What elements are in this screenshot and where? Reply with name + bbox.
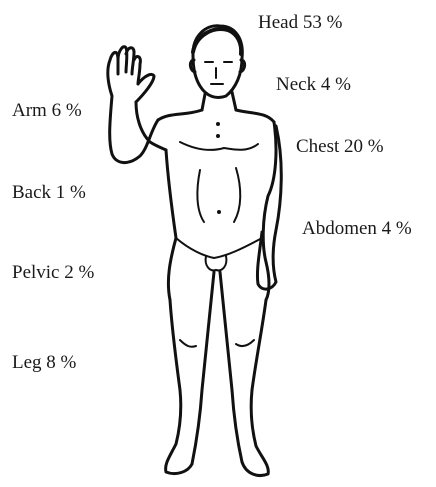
navel	[217, 210, 221, 214]
chest	[180, 142, 258, 150]
label-abdomen: Abdomen 4 %	[302, 218, 412, 240]
label-chest: Chest 20 %	[296, 136, 384, 158]
shoulder-right	[236, 110, 274, 122]
label-arm: Arm 6 %	[12, 100, 82, 122]
sternum-dot-2	[216, 134, 220, 138]
shoulder-left	[158, 110, 202, 120]
label-head: Head 53 %	[258, 12, 342, 34]
right-leg	[242, 300, 268, 476]
torso-left	[166, 150, 176, 300]
left-leg	[166, 300, 192, 474]
label-leg: Leg 8 %	[12, 352, 76, 374]
label-pelvic: Pelvic 2 %	[12, 262, 94, 284]
arm-inner	[136, 102, 166, 150]
left-leg-inner	[192, 272, 214, 464]
knees	[180, 340, 254, 347]
sternum-dot-1	[216, 122, 220, 126]
face	[205, 62, 232, 84]
label-neck: Neck 4 %	[276, 74, 351, 96]
raised-arm	[108, 47, 158, 163]
right-arm	[257, 126, 281, 289]
label-back: Back 1 %	[12, 182, 86, 204]
pelvis	[176, 238, 262, 258]
right-leg-inner	[220, 272, 242, 462]
